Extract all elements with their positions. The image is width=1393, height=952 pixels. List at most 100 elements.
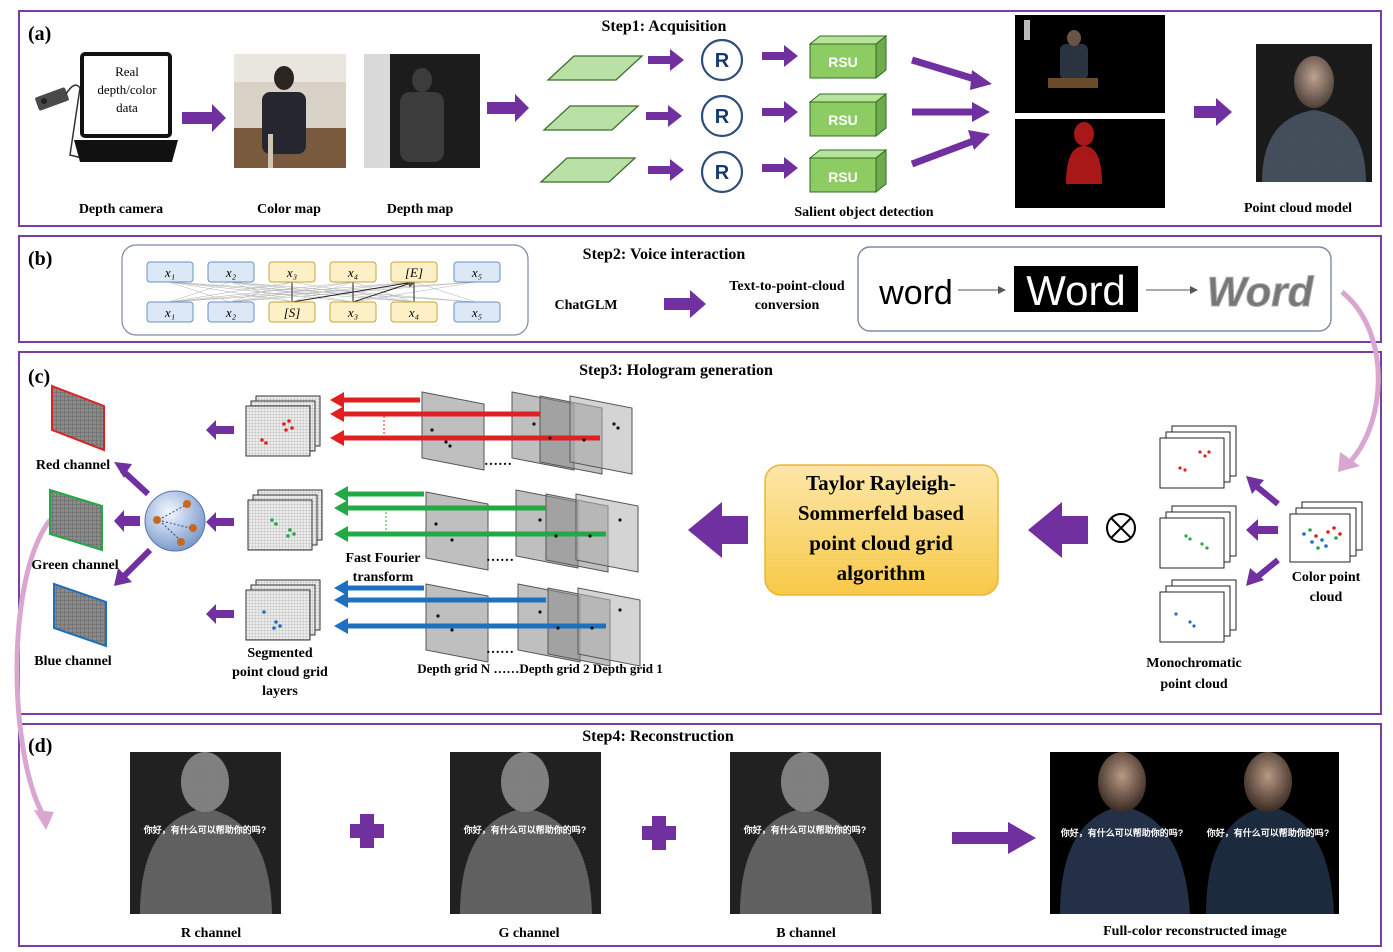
caption-point-cloud-model: Point cloud model	[1244, 201, 1352, 216]
overlay-text: 你好，有什么可以帮助你的吗?	[463, 824, 587, 835]
blue-channel-hologram	[53, 582, 107, 648]
ellipsis-blue: ……	[486, 642, 514, 657]
overlay-text: 你好，有什么可以帮助你的吗?	[1060, 827, 1184, 838]
panel-c-frame	[18, 351, 1382, 715]
overlay-text: 你好，有什么可以帮助你的吗?	[1206, 827, 1330, 838]
arrow-right	[762, 157, 798, 179]
word-inverted-bg	[1014, 266, 1138, 312]
token-top-5: [E]	[405, 265, 423, 280]
token-box	[146, 301, 194, 323]
r-module-circle	[700, 94, 744, 138]
caption-segmented-2: point cloud grid	[232, 665, 328, 680]
r-module-label: R	[715, 50, 730, 72]
token-top-2: x₂	[225, 265, 237, 280]
full-color-reconstruction-image: 你好，有什么可以帮助你的吗? 你好，有什么可以帮助你的吗?	[1050, 752, 1339, 914]
caption-depth-map: Depth map	[387, 202, 454, 217]
arrow-right-large	[952, 822, 1036, 854]
conversion-label-1: Text-to-point-cloud	[729, 279, 845, 294]
rsu-block: RSU	[808, 34, 888, 80]
algorithm-box: Taylor Rayleigh- Sommerfeld based point …	[764, 464, 999, 596]
depth-grid-bundle-blue	[334, 580, 641, 667]
algorithm-line-1: Taylor Rayleigh-	[806, 471, 956, 495]
caption-red-channel: Red channel	[36, 458, 110, 473]
caption-color-point-1: Color point	[1292, 570, 1361, 585]
panel-a-label: (a)	[28, 23, 51, 45]
word-3d-text: Word	[1207, 268, 1315, 315]
algorithm-line-4: algorithm	[837, 561, 926, 585]
token-box	[207, 301, 255, 323]
algorithm-line-3: point cloud grid	[809, 531, 953, 555]
token-top-1: x₁	[164, 265, 175, 280]
word-plain-text: word	[878, 274, 953, 312]
token-bottom-3: [S]	[284, 305, 301, 320]
rsu-label: RSU	[828, 54, 858, 70]
segmented-layers-blue	[245, 579, 321, 641]
arrow-down-left	[114, 568, 132, 586]
plus-icon	[642, 816, 676, 850]
channel-merge-globe-icon	[144, 490, 206, 552]
arrow-up-left	[119, 467, 151, 497]
caption-fft-1: Fast Fourier	[345, 551, 420, 566]
color-point-cloud-stack	[1289, 501, 1363, 563]
color-map-image	[234, 54, 346, 168]
mono-point-cloud-green	[1159, 505, 1237, 569]
mono-point-cloud-blue	[1159, 579, 1237, 643]
caption-r-channel: R channel	[181, 926, 241, 941]
arrow-up-left	[114, 462, 152, 490]
depth-grid-bundle-green	[334, 486, 639, 573]
conversion-label-2: conversion	[755, 298, 820, 313]
arrow-right	[1194, 98, 1232, 126]
word-inverted-text: Word	[1026, 267, 1126, 314]
token-top-3: x₃	[286, 265, 297, 280]
segmented-layers-red	[245, 395, 321, 457]
token-bottom-2: x₂	[225, 305, 237, 320]
word-conversion-box: word Word Word	[857, 246, 1332, 332]
caption-mono-2: point cloud	[1160, 677, 1228, 692]
arrow-right	[664, 290, 706, 318]
rsu-block: RSU	[808, 92, 888, 138]
arrow-left	[1246, 519, 1278, 541]
caption-green-channel: Green channel	[31, 558, 118, 573]
arrow-right	[182, 104, 226, 132]
salient-mask-image	[1015, 119, 1165, 208]
arrow-right	[487, 94, 529, 122]
arrow-left	[206, 604, 234, 624]
panel-b-frame	[18, 235, 1382, 343]
salient-point-cloud-image	[1015, 15, 1165, 113]
acquisition-row-1: R RSU	[546, 34, 888, 82]
ellipsis-red: ……	[484, 454, 512, 469]
caption-mono-1: Monochromatic	[1146, 656, 1241, 671]
token-box	[146, 261, 194, 283]
b-channel-reconstruction-image: 你好，有什么可以帮助你的吗?	[730, 752, 881, 914]
r-module-circle	[700, 38, 744, 82]
caption-g-channel: G channel	[498, 926, 559, 941]
pink-arrowhead	[34, 810, 54, 830]
acquisition-row-2: R RSU	[542, 92, 888, 138]
step1-title: Step1: Acquisition	[602, 18, 727, 35]
token-top-4: x₄	[347, 265, 359, 280]
feature-layer	[539, 157, 637, 183]
rsu-label: RSU	[828, 112, 858, 128]
depth-grid-bundle-red	[330, 391, 633, 475]
green-channel-hologram	[49, 488, 103, 552]
overlay-text: 你好，有什么可以帮助你的吗?	[743, 824, 867, 835]
depth-map-image	[364, 54, 480, 168]
arrow-down-left	[119, 547, 153, 581]
arrow-left-large	[1028, 502, 1088, 558]
caption-depth-grids: Depth grid N ……Depth grid 2 Depth grid 1	[417, 661, 663, 676]
panel-c-label: (c)	[28, 366, 50, 388]
laptop-icon	[74, 52, 178, 162]
arrow-left	[206, 420, 234, 440]
r-channel-reconstruction-image: 你好，有什么可以帮助你的吗?	[130, 752, 281, 914]
arrow-left-large	[688, 502, 748, 558]
r-module-label: R	[715, 106, 730, 128]
caption-segmented-3: layers	[262, 684, 298, 699]
algorithm-line-2: Sommerfeld based	[798, 501, 965, 525]
chatglm-label: ChatGLM	[555, 298, 618, 313]
token-box	[268, 261, 316, 283]
r-module-circle	[700, 150, 744, 194]
step4-title: Step4: Reconstruction	[582, 728, 734, 745]
overlay-text: 你好，有什么可以帮助你的吗?	[143, 824, 267, 835]
point-cloud-model-image	[1256, 44, 1372, 182]
